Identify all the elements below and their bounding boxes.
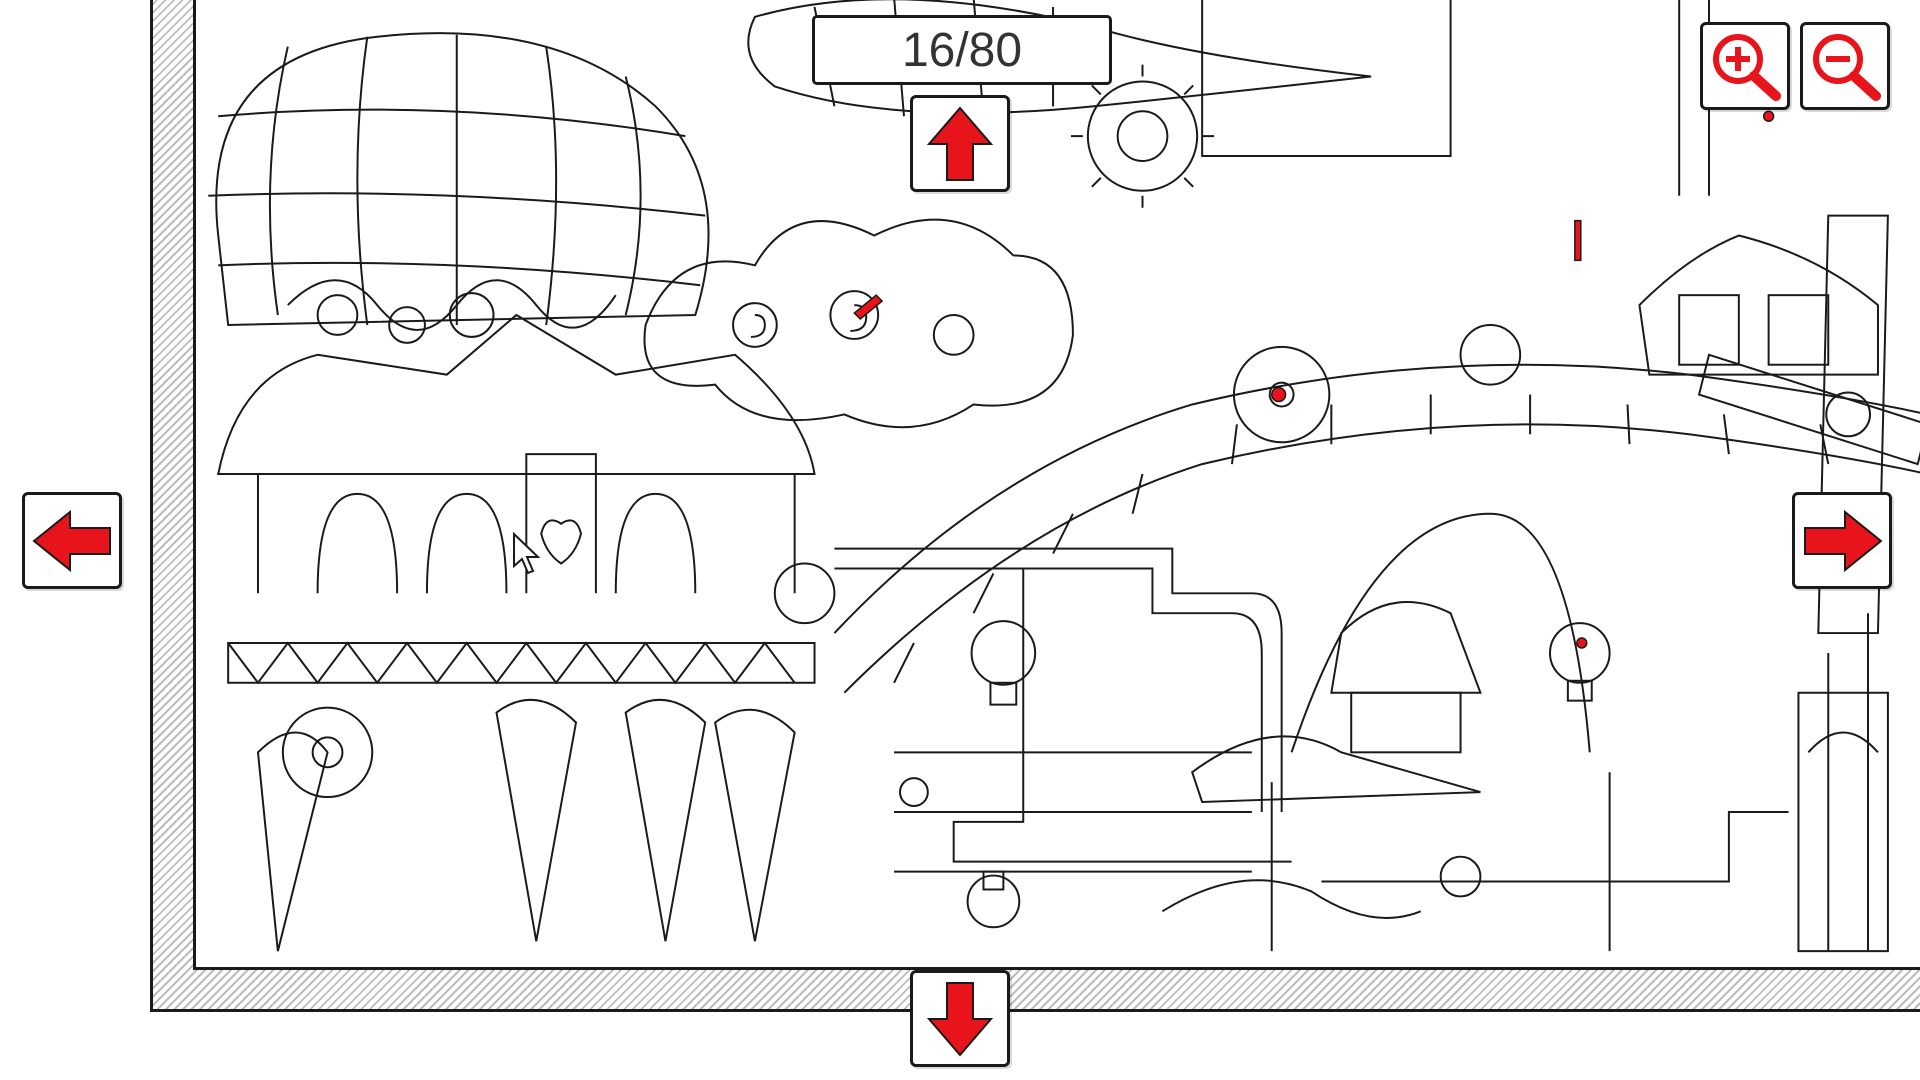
scroll-right-button[interactable]: [1792, 492, 1892, 589]
gear[interactable]: [1070, 64, 1215, 208]
mouse-cursor-icon: [513, 532, 541, 575]
zoom-in-icon: [1713, 34, 1781, 101]
wheels[interactable]: [773, 323, 1522, 625]
castle[interactable]: [1638, 234, 1889, 953]
hot-air-balloon[interactable]: [208, 32, 710, 344]
walker-legs[interactable]: [256, 698, 796, 952]
brick-bridge[interactable]: [833, 363, 1920, 952]
scroll-up-button[interactable]: [910, 95, 1010, 192]
pipes[interactable]: [834, 0, 1789, 883]
light-bulbs[interactable]: [899, 620, 1611, 929]
page-counter-text: 16/80: [901, 23, 1023, 77]
line-art-scene[interactable]: [196, 0, 1920, 967]
zoom-out-icon: [1813, 34, 1881, 101]
cloud-swirls[interactable]: [643, 218, 1074, 429]
arrow-right-icon: [1803, 509, 1883, 572]
tree-house[interactable]: [1161, 601, 1482, 919]
page-counter: 16/80: [812, 15, 1112, 85]
zoom-out-button[interactable]: [1800, 22, 1890, 110]
scroll-down-button[interactable]: [910, 970, 1010, 1067]
arrow-down-icon: [926, 981, 994, 1057]
fantasy-house[interactable]: [217, 313, 816, 594]
arrow-up-icon: [926, 105, 994, 181]
scroll-left-button[interactable]: [22, 492, 122, 589]
arrow-left-icon: [31, 509, 111, 572]
truss-platform[interactable]: [227, 641, 816, 685]
coloring-canvas[interactable]: [193, 0, 1920, 970]
zoom-in-button[interactable]: [1700, 22, 1790, 110]
